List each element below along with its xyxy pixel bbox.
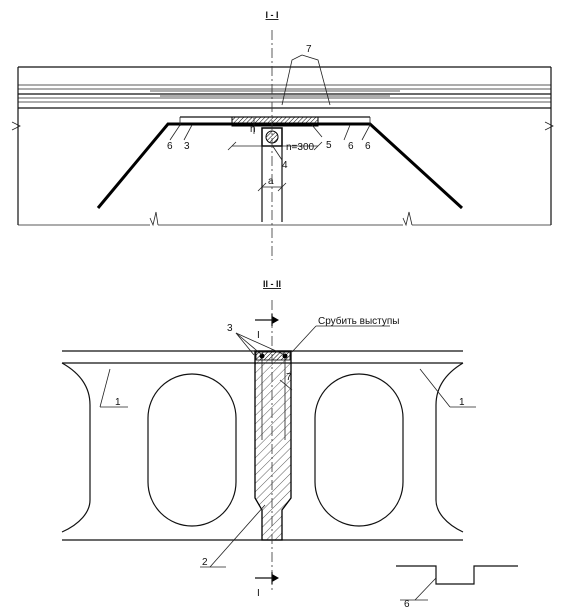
cut-marker-top [255,314,279,326]
label-7-bottom: 7 [286,372,292,383]
joint-concrete [254,350,292,541]
void-right [314,373,404,527]
leader-lines [169,54,371,161]
slab-i-i [11,66,554,227]
label-6-mid: 6 [348,141,354,152]
label-1-left: 1 [115,397,121,408]
label-3-bottom: 3 [227,323,233,334]
joint-rebar [255,351,291,440]
label-5: 5 [326,140,332,151]
label-6-left: 6 [167,141,173,152]
cut-label-top: I [257,330,260,341]
label-6-detail: 6 [404,599,410,609]
label-1-right: 1 [459,397,465,408]
label-7-top: 7 [306,44,312,55]
label-6-right: 6 [365,141,371,152]
leader-lines-ii [99,325,476,568]
label-3-top: 3 [184,141,190,152]
void-left [147,373,237,527]
note-chop-protrusions: Срубить выступы [318,315,399,327]
section-ii-ii: II - II [61,30,518,609]
embedded-plate [231,116,319,127]
section-i-i: I - I [11,10,554,227]
cut-marker-bottom [255,572,279,584]
detail-6-profile [396,565,518,601]
label-4: 4 [282,160,288,171]
section-i-title: I - I [266,10,279,20]
label-n: n [250,124,256,135]
cut-label-bottom: I [257,588,260,599]
label-a: a [268,176,274,187]
section-ii-title: II - II [263,279,281,289]
dimension-n-300: n=300 [286,142,315,153]
label-2: 2 [202,557,208,568]
